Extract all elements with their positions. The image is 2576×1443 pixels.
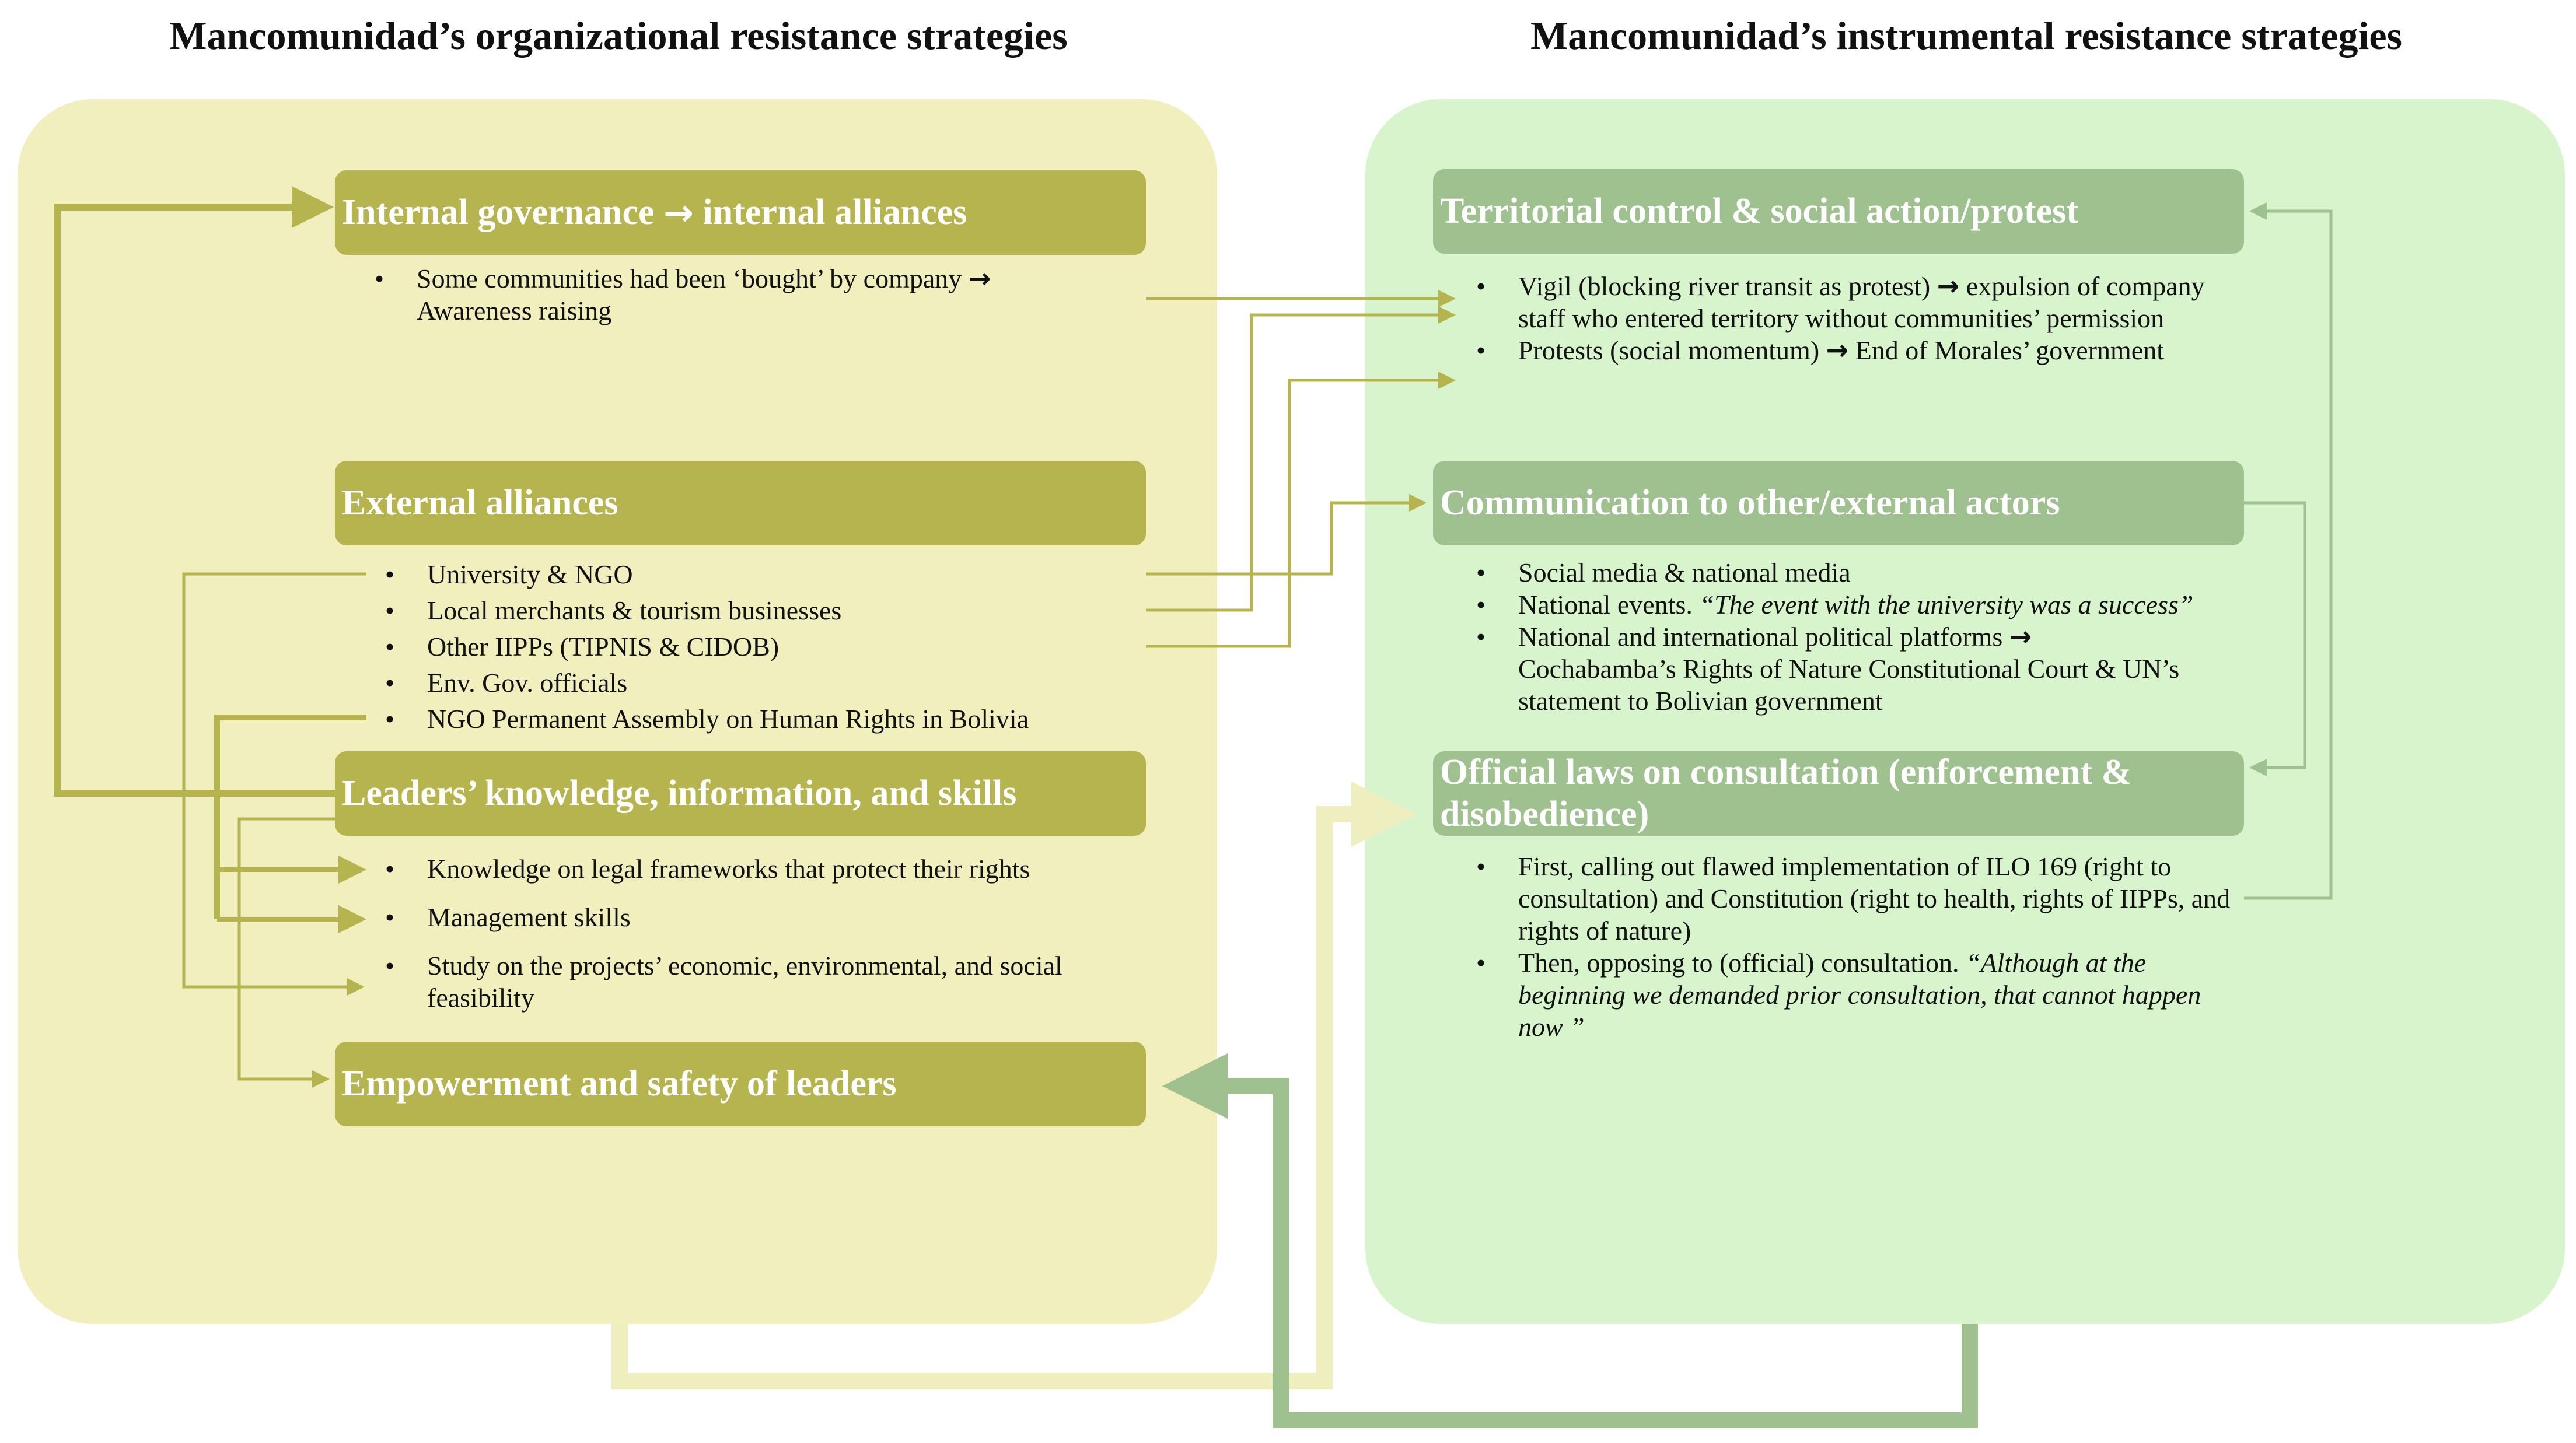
leaders-knowledge-box: Leaders’ knowledge, information, and ski… xyxy=(335,751,1146,836)
empowerment-box: Empowerment and safety of leaders xyxy=(335,1042,1146,1126)
territorial-control-box: Territorial control & social action/prot… xyxy=(1433,169,2244,254)
external-alliances-list: University & NGO Local merchants & touri… xyxy=(385,556,1202,737)
official-laws-title: Official laws on consultation (enforceme… xyxy=(1440,752,2132,834)
list-item: Env. Gov. officials xyxy=(385,665,1202,701)
leaders-knowledge-title: Leaders’ knowledge, information, and ski… xyxy=(342,773,1017,813)
ngo-assembly-trunk xyxy=(214,715,366,919)
right-column-title: Mancomunidad’s instrumental resistance s… xyxy=(1530,13,2403,58)
external-alliances-box: External alliances xyxy=(335,461,1146,545)
list-item: Then, opposing to (official) consultatio… xyxy=(1476,947,2246,1043)
external-alliances-title: External alliances xyxy=(342,482,618,523)
leaders-knowledge-list: Knowledge on legal frameworks that prote… xyxy=(385,853,1155,1014)
list-item: First, calling out flawed implementation… xyxy=(1476,850,2246,947)
arrow-right-icon: → xyxy=(2009,621,2032,652)
communication-box: Communication to other/external actors xyxy=(1433,461,2244,545)
internal-governance-title: Internal governance xyxy=(342,192,655,232)
list-item: National and international political pla… xyxy=(1476,621,2246,717)
internal-alliances-title: internal alliances xyxy=(702,192,967,232)
official-laws-box: Official laws on consultation (enforceme… xyxy=(1433,751,2244,836)
list-item: Other IIPPs (TIPNIS & CIDOB) xyxy=(385,629,1202,665)
arrow-right-icon: → xyxy=(1826,334,1849,366)
list-item: University & NGO xyxy=(385,556,1202,593)
list-item: Study on the projects’ economic, environ… xyxy=(385,950,1155,1014)
list-item: Knowledge on legal frameworks that prote… xyxy=(385,853,1155,885)
arrow-right-icon: → xyxy=(1937,270,1960,302)
arrow-right-icon: → xyxy=(663,191,694,234)
territorial-control-list: Vigil (blocking river transit as protest… xyxy=(1476,270,2246,366)
arrow-right-icon: → xyxy=(968,262,991,294)
empowerment-title: Empowerment and safety of leaders xyxy=(342,1063,897,1104)
university-to-communication-arrow xyxy=(1146,494,1427,576)
list-item: Vigil (blocking river transit as protest… xyxy=(1476,270,2246,334)
official-laws-list: First, calling out flawed implementation… xyxy=(1476,850,2246,1043)
communication-title: Communication to other/external actors xyxy=(1440,482,2060,523)
leaders-to-empowerment-arrow xyxy=(237,817,335,1088)
left-column-title: Mancomunidad’s organizational resistance… xyxy=(169,13,1068,58)
list-item: National events. “The event with the uni… xyxy=(1476,589,2246,621)
internal-governance-box: Internal governance → internal alliances xyxy=(335,170,1146,255)
internal-governance-list: Some communities had been ‘bought’ by co… xyxy=(375,262,1121,327)
laws-to-territorial-arrow xyxy=(2244,202,2333,900)
leaders-to-internal-governance-arrow xyxy=(54,186,335,797)
university-to-study-arrow xyxy=(182,572,366,996)
list-item: NGO Permanent Assembly on Human Rights i… xyxy=(385,701,1202,737)
list-item: Protests (social momentum) → End of Mora… xyxy=(1476,334,2246,366)
list-item: Some communities had been ‘bought’ by co… xyxy=(375,262,1121,327)
communication-list: Social media & national media National e… xyxy=(1476,556,2246,717)
territorial-control-title: Territorial control & social action/prot… xyxy=(1440,191,2078,231)
merchants-to-vigil-arrow xyxy=(1146,306,1456,612)
instrumental-to-empowerment-arrow xyxy=(1162,1053,1978,1428)
list-item: Management skills xyxy=(385,901,1155,933)
iipps-to-protests-arrow xyxy=(1146,372,1456,648)
list-item: Local merchants & tourism businesses xyxy=(385,593,1202,629)
communication-to-laws-arrow xyxy=(2244,501,2306,776)
organizational-to-laws-arrow xyxy=(611,782,1417,1389)
list-item: Social media & national media xyxy=(1476,556,2246,589)
